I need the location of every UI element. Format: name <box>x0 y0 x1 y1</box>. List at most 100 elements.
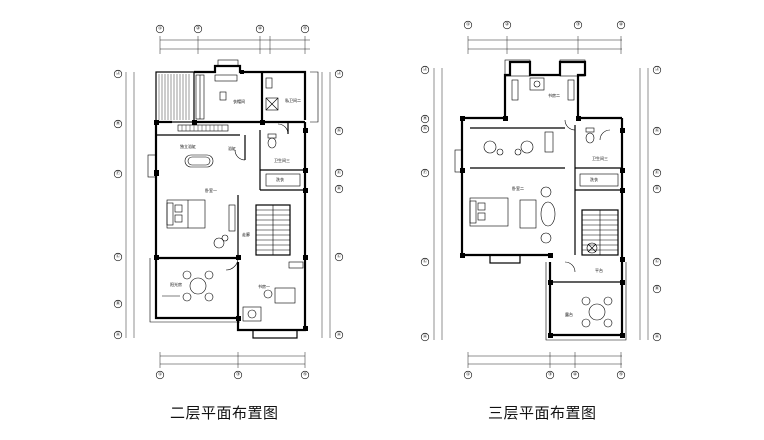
left-axis-bubbles: Ⓙ Ⓗ Ⓕ Ⓒ Ⓑ Ⓐ <box>113 70 123 340</box>
axis-bubble: Ⓐ <box>420 333 430 342</box>
svg-text:⑤: ⑤ <box>303 372 307 378</box>
svg-text:④: ④ <box>573 372 577 378</box>
svg-text:Ⓑ: Ⓑ <box>116 300 121 307</box>
room-label: 书房二 <box>548 92 560 98</box>
right-dimension-lines <box>639 68 649 340</box>
svg-text:Ⓕ: Ⓕ <box>116 170 121 177</box>
top-axis-bubbles: ① ② ③ ④ <box>463 20 626 30</box>
bottom-dimension-lines <box>467 352 622 368</box>
svg-text:Ⓓ: Ⓓ <box>655 185 660 192</box>
svg-text:Ⓒ: Ⓒ <box>116 253 121 260</box>
room-label: 露台 <box>565 311 573 317</box>
svg-text:Ⓙ: Ⓙ <box>337 70 342 77</box>
axis-bubble: ⑤ <box>616 370 626 380</box>
axis-bubble: Ⓐ <box>652 333 662 342</box>
svg-text:④: ④ <box>258 26 262 32</box>
axis-bubble: Ⓖ <box>420 125 430 134</box>
axis-bubble: Ⓔ <box>334 169 344 178</box>
svg-text:Ⓐ: Ⓐ <box>337 331 342 338</box>
axis-bubble: Ⓙ <box>420 66 430 75</box>
axis-bubble: ⑤ <box>300 24 310 34</box>
svg-text:Ⓒ: Ⓒ <box>655 258 660 265</box>
svg-text:Ⓗ: Ⓗ <box>423 115 428 122</box>
axis-bubble: ⑤ <box>300 370 310 380</box>
axis-bubble: Ⓕ <box>113 170 123 179</box>
caption-second-floor: 二层平面布置图 <box>170 404 279 422</box>
svg-text:Ⓒ: Ⓒ <box>423 258 428 265</box>
room-label: 洗衣 <box>590 176 598 182</box>
svg-text:Ⓕ: Ⓕ <box>423 169 428 176</box>
bottom-axis-bubbles: ① ③ ⑤ <box>155 370 310 380</box>
right-axis-bubbles: Ⓙ Ⓖ Ⓔ Ⓓ Ⓒ Ⓐ <box>334 70 344 340</box>
axis-bubble: ① <box>155 24 165 34</box>
svg-text:⑤: ⑤ <box>303 26 307 32</box>
top-axis-bubbles: ① ② ④ ⑤ <box>155 24 310 34</box>
svg-text:Ⓔ: Ⓔ <box>655 169 660 176</box>
axis-bubble: Ⓑ <box>113 300 123 309</box>
svg-text:Ⓙ: Ⓙ <box>116 70 121 77</box>
svg-text:Ⓖ: Ⓖ <box>337 127 342 134</box>
third-floor-plan: ① ② ③ ④ Ⓙ Ⓗ Ⓖ Ⓕ Ⓒ Ⓐ Ⓙ Ⓖ Ⓔ Ⓓ Ⓒ Ⓑ Ⓐ <box>420 20 662 380</box>
svg-text:④: ④ <box>619 22 623 28</box>
svg-text:Ⓐ: Ⓐ <box>655 333 660 340</box>
axis-bubble: Ⓗ <box>113 120 123 129</box>
left-axis-bubbles: Ⓙ Ⓗ Ⓖ Ⓕ Ⓒ Ⓐ <box>420 66 430 342</box>
room-labels: 衣帽间 私卫间二 独立浴缸 浴缸 卫生间三 洗衣 卧室一 走廊 阳光房 书房一 <box>170 97 301 289</box>
room-label: 卧室一 <box>205 187 217 193</box>
axis-bubble: Ⓒ <box>420 258 430 267</box>
axis-bubble: ① <box>463 370 473 380</box>
svg-text:③: ③ <box>548 372 552 378</box>
svg-text:②: ② <box>505 22 509 28</box>
axis-bubble: ④ <box>570 370 580 380</box>
svg-text:Ⓐ: Ⓐ <box>423 333 428 340</box>
left-dimension-lines <box>433 68 443 340</box>
bottom-dimension-lines <box>159 352 306 368</box>
right-axis-bubbles: Ⓙ Ⓖ Ⓔ Ⓓ Ⓒ Ⓑ Ⓐ <box>652 66 662 342</box>
walls <box>454 59 627 341</box>
svg-text:Ⓖ: Ⓖ <box>655 127 660 134</box>
svg-text:Ⓒ: Ⓒ <box>337 253 342 260</box>
axis-bubble: ③ <box>573 20 583 30</box>
columns <box>460 116 625 338</box>
columns <box>154 70 308 331</box>
axis-bubble: ④ <box>255 24 265 34</box>
room-label: 独立浴缸 <box>180 143 196 149</box>
axis-bubble: Ⓗ <box>420 115 430 124</box>
axis-bubble: ③ <box>233 370 243 380</box>
svg-text:Ⓑ: Ⓑ <box>655 285 660 292</box>
axis-bubble: Ⓕ <box>420 169 430 178</box>
bottom-axis-bubbles: ① ③ ④ ⑤ <box>463 370 626 380</box>
axis-bubble: Ⓖ <box>652 127 662 136</box>
axis-bubble: Ⓑ <box>652 285 662 294</box>
svg-text:③: ③ <box>576 22 580 28</box>
room-label: 卫生间三 <box>274 157 290 163</box>
room-label: 衣帽间 <box>233 98 245 104</box>
svg-text:①: ① <box>466 372 470 378</box>
svg-text:Ⓖ: Ⓖ <box>423 125 428 132</box>
axis-bubble: Ⓙ <box>652 66 662 75</box>
axis-bubble: Ⓙ <box>334 70 344 79</box>
top-dimension-lines <box>159 36 310 54</box>
axis-bubble: ③ <box>545 370 555 380</box>
room-label: 私卫间二 <box>285 97 301 103</box>
axis-bubble: ① <box>463 20 473 30</box>
svg-text:Ⓓ: Ⓓ <box>337 185 342 192</box>
axis-bubble: Ⓒ <box>652 258 662 267</box>
room-label: 走廊 <box>242 231 250 237</box>
axis-bubble: Ⓖ <box>334 127 344 136</box>
furniture <box>162 74 304 322</box>
furniture <box>469 77 619 328</box>
room-label: 浴缸 <box>228 145 236 151</box>
axis-bubble: ② <box>502 20 512 30</box>
axis-bubble: ④ <box>616 20 626 30</box>
axis-bubble: ② <box>193 24 203 34</box>
svg-text:Ⓙ: Ⓙ <box>655 66 660 73</box>
axis-bubble: Ⓔ <box>652 169 662 178</box>
room-label: 书房一 <box>258 283 270 289</box>
room-label: 洗衣 <box>276 176 284 182</box>
svg-text:Ⓔ: Ⓔ <box>337 169 342 176</box>
svg-text:①: ① <box>158 26 162 32</box>
svg-text:Ⓙ: Ⓙ <box>423 66 428 73</box>
